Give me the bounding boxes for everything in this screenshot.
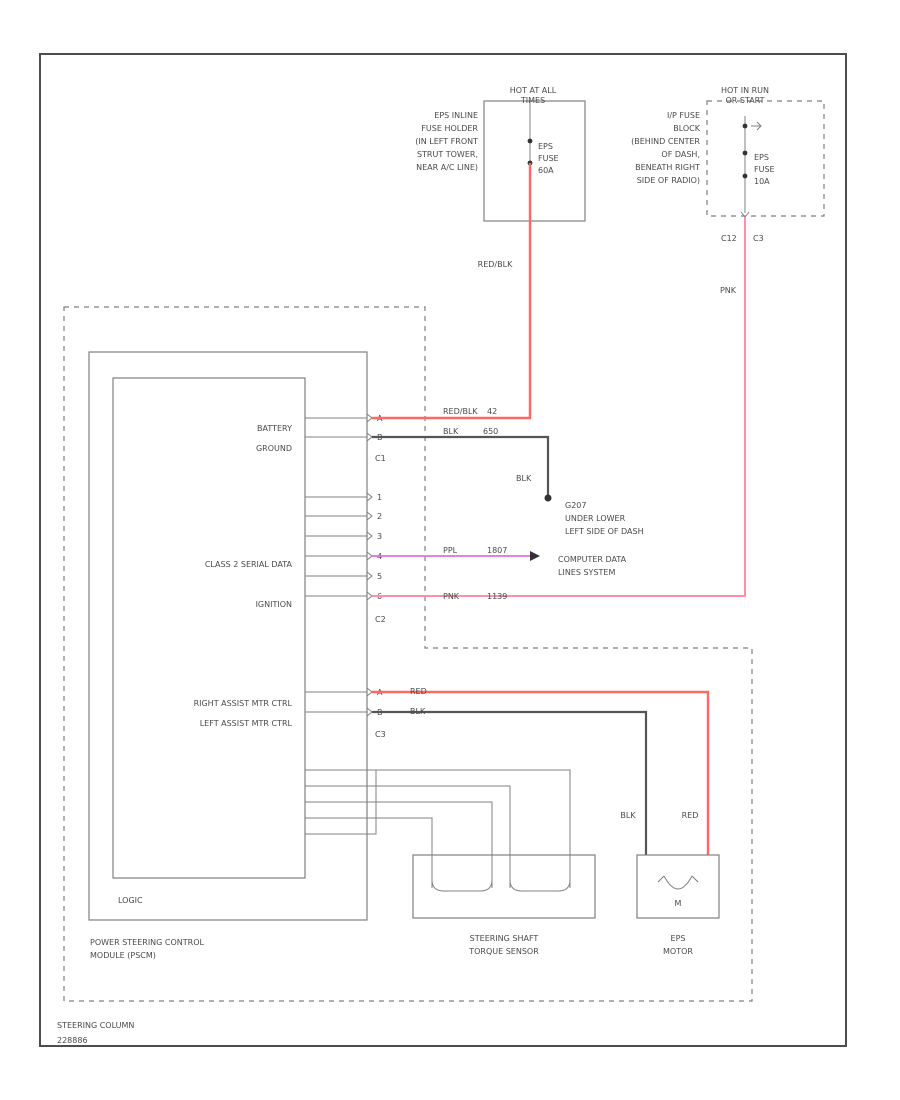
c1-label: C1: [375, 454, 386, 463]
torque-sensor-label-1: STEERING SHAFT: [470, 934, 539, 943]
fuse-2-feed-terminal: [742, 123, 748, 129]
pscm-title-1: POWER STEERING CONTROL: [90, 938, 205, 947]
fuse-block-2-desc-3: (BEHIND CENTER: [631, 137, 700, 146]
fuse-block-1-desc-4: STRUT TOWER,: [417, 150, 478, 159]
fuse-1-rating: 60A: [538, 166, 554, 175]
eps-motor-label-1: EPS: [671, 934, 686, 943]
fuse-2-name: EPS: [754, 153, 769, 162]
serial-data-arrow: [530, 551, 540, 561]
connector-c3: A B C3: [366, 687, 386, 739]
ground-location-2: LEFT SIDE OF DASH: [565, 527, 644, 536]
fuse-2-label: FUSE: [754, 165, 775, 174]
fuse-2-connector-right: C3: [753, 234, 764, 243]
fuse-block-1-desc-1: EPS INLINE: [434, 111, 478, 120]
fuse-block-2-header-2: OR START: [725, 96, 764, 105]
ignition-wire: [372, 217, 746, 597]
pscm-ground-label: GROUND: [256, 444, 292, 453]
fuse-2-terminal-bottom: [742, 173, 748, 179]
c3-label: C3: [375, 730, 386, 739]
steering-column-boundary: [63, 306, 753, 1002]
pscm-ignition-label: IGNITION: [256, 600, 292, 609]
eps-motor-symbol: M: [675, 899, 682, 908]
data-system-1: COMPUTER DATA: [558, 555, 627, 564]
pscm-logic-label: LOGIC: [118, 896, 143, 905]
motor-drop-red-color: RED: [682, 811, 699, 820]
c1-pin-b-symbol: [366, 432, 373, 442]
fuse-block-1-desc-2: FUSE HOLDER: [421, 124, 478, 133]
connector-c1: A B C1: [366, 413, 386, 463]
ground-wire-circuit: 650: [483, 427, 498, 436]
fuse-block-2-desc-4: OF DASH,: [661, 150, 700, 159]
diagram-frame: [39, 53, 847, 1047]
pscm-left-motor-label: LEFT ASSIST MTR CTRL: [200, 719, 293, 728]
fuse-1-name: EPS: [538, 142, 553, 151]
battery-feed-wire: [372, 163, 532, 420]
fuse-1-terminal-top: [527, 138, 533, 144]
ground-point: [544, 494, 552, 502]
motor-black-wire: [372, 710, 648, 855]
ground-wire: [372, 435, 550, 497]
connector-c2: 1 2 3 4 5 6 C2: [366, 492, 386, 624]
ignition-feed-color: PNK: [720, 286, 737, 295]
diagram-code: 228886: [57, 1036, 88, 1045]
fuse-block-2-desc-1: I/P FUSE: [667, 111, 700, 120]
fuse-block-1-header-2: TIMES: [520, 96, 545, 105]
ignition-wire-color: PNK: [443, 592, 460, 601]
pscm-outer-box: [88, 351, 368, 921]
fuse-2-rating: 10A: [754, 177, 770, 186]
fuse-block-1-box: [483, 100, 586, 222]
fuse-block-2: HOT IN RUN OR START I/P FUSE BLOCK (BEHI…: [631, 86, 825, 243]
motor-red-color: RED: [410, 687, 427, 696]
eps-motor: M EPS MOTOR: [636, 854, 720, 956]
fuse-block-2-desc-2: BLOCK: [673, 124, 701, 133]
c2-pin-2: 2: [377, 512, 382, 521]
fuse-block-2-desc-5: BENEATH RIGHT: [635, 163, 700, 172]
torque-sensor-label-2: TORQUE SENSOR: [468, 947, 539, 956]
fuse-block-2-header-1: HOT IN RUN: [721, 86, 769, 95]
fuse-1-label: FUSE: [538, 154, 559, 163]
motor-drop-black-color: BLK: [620, 811, 636, 820]
fuse-2-connector-left: C12: [721, 234, 737, 243]
fuse-block-2-desc-6: SIDE OF RADIO): [637, 176, 700, 185]
torque-sensor: STEERING SHAFT TORQUE SENSOR: [412, 854, 596, 956]
torque-sensor-wiring: [305, 769, 571, 888]
fuse-block-2-box: [706, 100, 825, 217]
c2-pin-3: 3: [377, 532, 382, 541]
torque-sensor-box: [412, 854, 596, 919]
pscm-right-motor-label: RIGHT ASSIST MTR CTRL: [194, 699, 293, 708]
fuse-2-terminal-top: [742, 150, 748, 156]
pscm-serial-data-label: CLASS 2 SERIAL DATA: [205, 560, 293, 569]
ground-location-1: UNDER LOWER: [565, 514, 626, 523]
fuse-block-1: HOT AT ALL TIMES EPS INLINE FUSE HOLDER …: [415, 86, 586, 222]
fuse-block-1-desc-3: (IN LEFT FRONT: [415, 137, 478, 146]
c1-pin-a-symbol: [366, 413, 373, 423]
c2-pin-1: 1: [377, 493, 382, 502]
data-system-2: LINES SYSTEM: [558, 568, 615, 577]
feed-wire-color-label: RED/BLK: [478, 260, 513, 269]
pscm-stub-lines: [305, 417, 367, 713]
eps-motor-label-2: MOTOR: [663, 947, 693, 956]
ignition-wire-circuit: 1139: [487, 592, 507, 601]
ground-name: G207: [565, 501, 586, 510]
ground-drop-color: BLK: [516, 474, 532, 483]
ground-wire-color: BLK: [443, 427, 459, 436]
battery-wire-color: RED/BLK: [443, 407, 478, 416]
c2-label: C2: [375, 615, 386, 624]
battery-wire-circuit: 42: [487, 407, 497, 416]
fuse-block-1-header-1: HOT AT ALL: [510, 86, 557, 95]
data-wire-color: PPL: [443, 546, 458, 555]
fuse-block-1-desc-5: NEAR A/C LINE): [416, 163, 478, 172]
eps-motor-box: [636, 854, 720, 919]
pscm-battery-label: BATTERY: [257, 424, 292, 433]
steering-column-label: STEERING COLUMN: [57, 1021, 134, 1030]
motor-black-color: BLK: [410, 707, 426, 716]
data-wire-circuit: 1807: [487, 546, 507, 555]
c2-pin-5: 5: [377, 572, 382, 581]
pscm-logic-box: [112, 377, 306, 879]
motor-red-wire: [372, 690, 710, 855]
pscm-title-2: MODULE (PSCM): [90, 951, 156, 960]
